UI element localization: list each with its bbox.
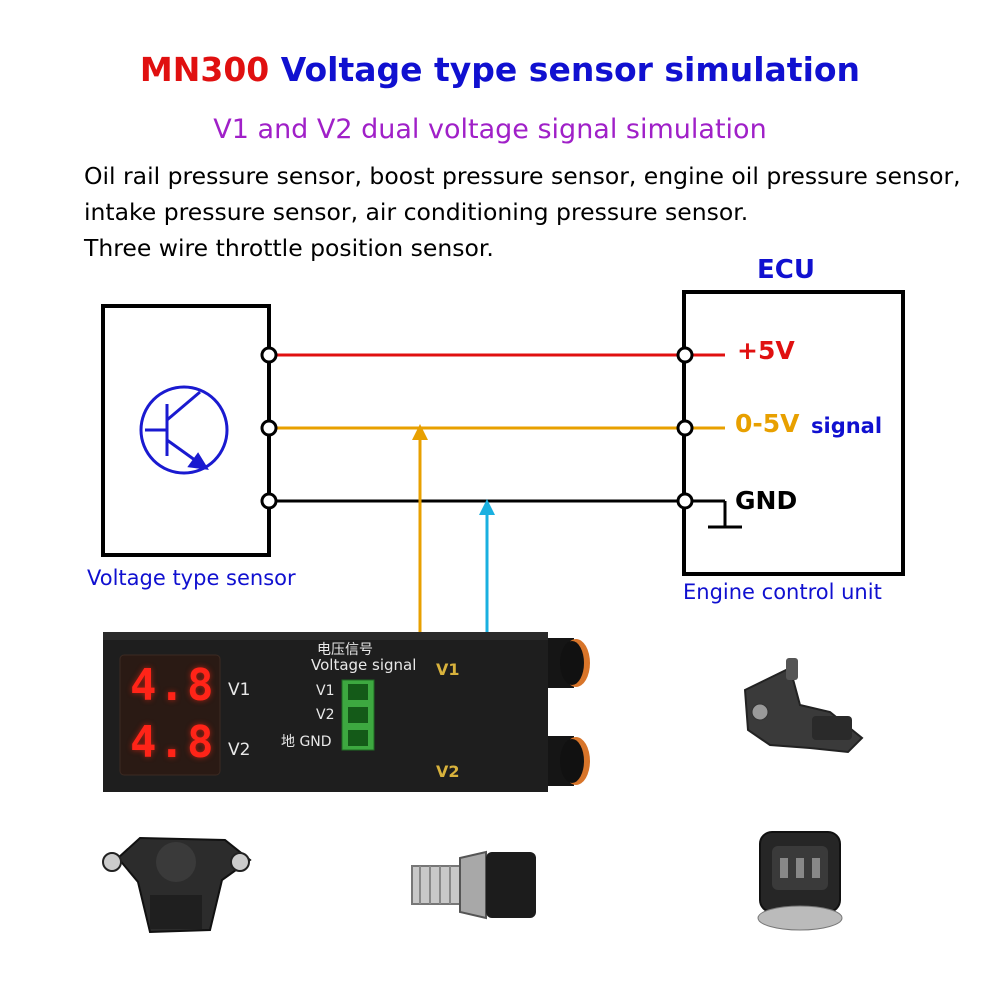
- description-line: Oil rail pressure sensor, boost pressure…: [84, 162, 961, 190]
- pin-signal-word: signal: [811, 414, 883, 438]
- ground-symbol: [708, 501, 742, 529]
- description-line: intake pressure sensor, air conditioning…: [84, 198, 749, 226]
- sensor-caption: Voltage type sensor: [87, 566, 296, 590]
- pin-gnd-label: GND: [735, 486, 798, 515]
- terminal-circles: [260, 346, 694, 510]
- gnd-arrow: [479, 499, 495, 515]
- pin-signal-value: 0-5V: [735, 409, 800, 438]
- display-v1-label: V1: [228, 680, 251, 700]
- sensor-terminal: [260, 419, 278, 437]
- ecu-heading: ECU: [757, 255, 815, 285]
- display-v2: 4.8: [130, 717, 216, 768]
- description-line: Three wire throttle position sensor.: [84, 234, 494, 262]
- sensor-terminal: [260, 346, 278, 364]
- title-brand: MN300: [139, 50, 270, 89]
- ecu-terminal: [676, 346, 694, 364]
- rail-pressure-sensor-icon: [411, 850, 536, 920]
- v1-arrow: [412, 424, 428, 440]
- display-v2-label: V2: [228, 740, 251, 760]
- terminal-title-cn: 电压信号: [317, 642, 373, 658]
- transistor-icon: [139, 385, 229, 475]
- knob-v1-label: V1: [436, 660, 460, 679]
- pressure-sensor-icon: [757, 831, 843, 931]
- terminal-v2-label: V2: [316, 707, 335, 723]
- sensor-description: Oil rail pressure sensor, boost pressure…: [84, 158, 961, 266]
- throttle-sensor-icon: [102, 836, 252, 934]
- simulator-device: [103, 632, 590, 792]
- page-title: MN300 Voltage type sensor simulation: [0, 50, 1000, 89]
- map-sensor-icon: [743, 658, 864, 754]
- terminal-gnd-label: 地 GND: [281, 734, 332, 750]
- sensor-box: [101, 304, 271, 557]
- terminal-title-en: Voltage signal: [311, 656, 417, 674]
- ecu-caption: Engine control unit: [683, 580, 882, 604]
- page-subtitle: V1 and V2 dual voltage signal simulation: [213, 114, 767, 145]
- display-v1: 4.8: [130, 660, 216, 711]
- knob-v2-label: V2: [436, 762, 460, 781]
- pin-5v-label: +5V: [737, 336, 795, 365]
- ecu-terminal: [676, 419, 694, 437]
- terminal-v1-label: V1: [316, 683, 335, 699]
- ecu-terminal: [676, 492, 694, 510]
- title-text: Voltage type sensor simulation: [280, 50, 861, 89]
- sensor-terminal: [260, 492, 278, 510]
